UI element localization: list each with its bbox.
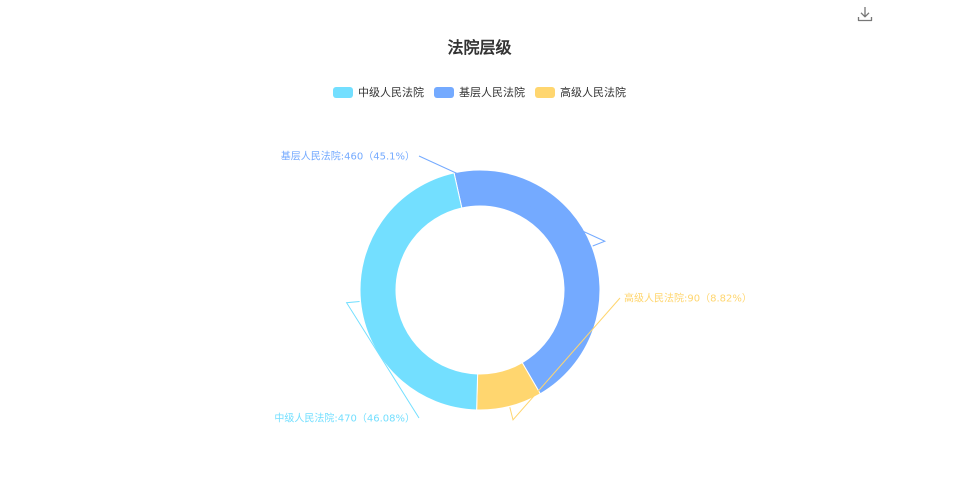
chart-title: 法院层级 [447,38,512,57]
legend-item-gaoji[interactable]: 高级人民法院 [535,84,626,100]
legend-swatch [535,86,555,98]
legend-label: 高级人民法院 [560,86,626,99]
slice-label-0: 中级人民法院:470（46.08%） [274,412,415,425]
legend-label: 中级人民法院 [358,86,424,99]
legend-swatch [333,86,353,98]
legend-item-jiceng[interactable]: 基层人民法院 [434,84,525,100]
download-icon [857,7,873,22]
leader-line-2 [509,297,621,421]
slice-label-2: 高级人民法院:90（8.82%） [624,292,752,305]
slice-label-1: 基层人民法院:460（45.1%） [281,150,415,163]
legend-swatch [434,86,454,98]
legend: 中级人民法院 基层人民法院 高级人民法院 [0,84,959,100]
leader-line-0 [345,300,420,419]
legend-label: 基层人民法院 [459,86,525,99]
legend-item-zhongji[interactable]: 中级人民法院 [333,84,424,100]
leader-line-1 [418,155,607,247]
donut-slice-1[interactable] [453,169,601,395]
donut-slice-0[interactable] [359,172,479,411]
download-button[interactable] [855,4,875,24]
